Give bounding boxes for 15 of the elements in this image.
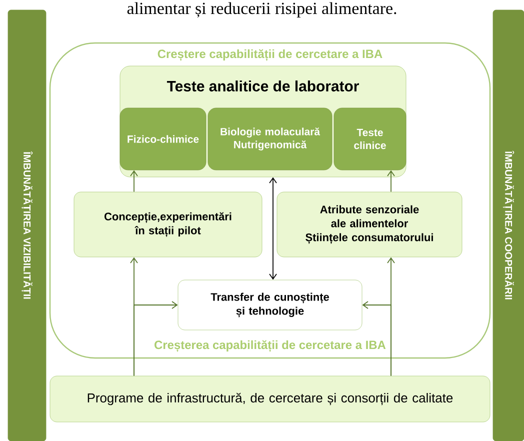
test-box: Biologie molaculară Nutrigenomică bbox=[208, 108, 332, 170]
arrow bbox=[269, 177, 277, 280]
test-box: Fizico-chimice bbox=[120, 108, 206, 170]
test-box: Teste clinice bbox=[334, 108, 406, 170]
arrow bbox=[362, 301, 392, 376]
base-box: Programe de infrastructură, de cercetare și consorții de calitate bbox=[50, 376, 490, 422]
vertical-banner: ÎMBUNĂTĂȚIREA VIZIBILITĂȚII bbox=[8, 10, 46, 441]
process-box: Atribute senzoriale ale alimentelor Științele consumatorului bbox=[276, 192, 462, 258]
arrow bbox=[130, 170, 138, 192]
arrow bbox=[387, 170, 395, 192]
arrow bbox=[134, 301, 178, 376]
process-box: Concepție,experimentări în stații pilot bbox=[74, 192, 262, 258]
vertical-banner: ÎMBUNĂTĂȚIREA COOPERĂRII bbox=[492, 10, 524, 441]
heading-text: alimentar și reducerii risipei alimentare. bbox=[127, 2, 396, 18]
process-box: Transfer de cunoștințe și tehnologie bbox=[178, 280, 362, 330]
